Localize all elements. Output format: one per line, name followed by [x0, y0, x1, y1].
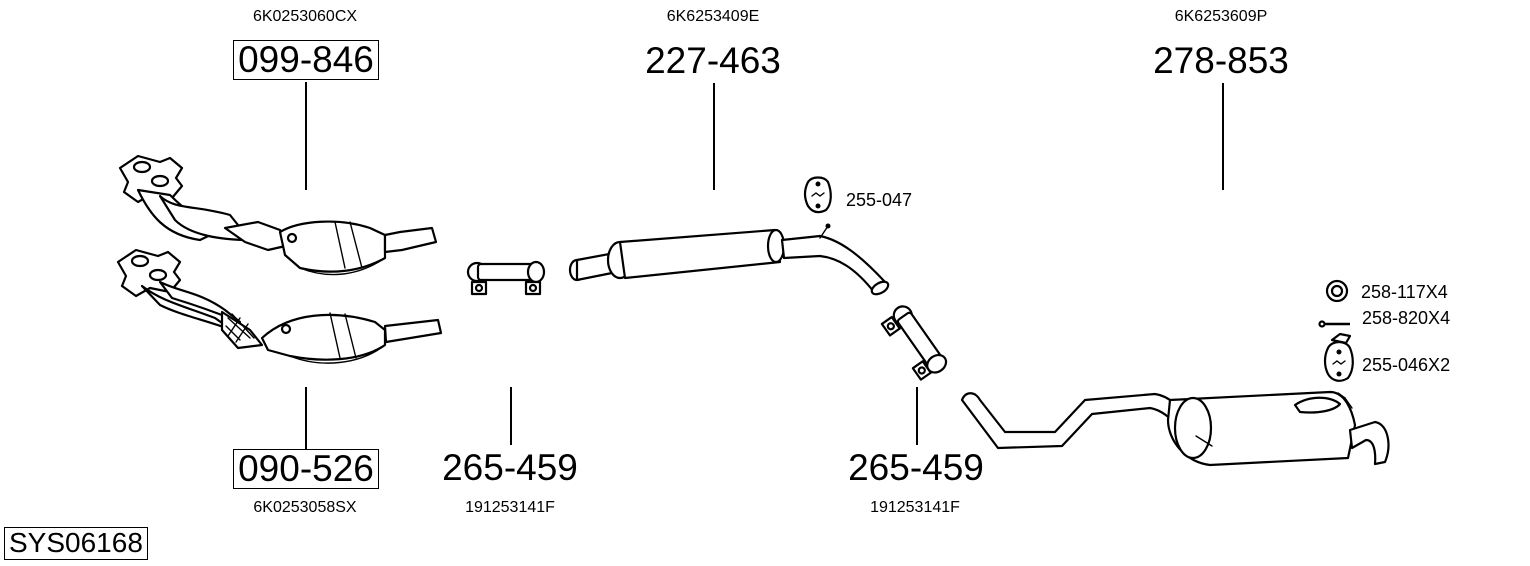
accessory-label-bolt[interactable]: 258-820X4: [1362, 308, 1451, 328]
leader-line-clamp-rear: [916, 387, 918, 445]
clamp-front-drawing[interactable]: [466, 260, 546, 296]
part-number-middle-silencer[interactable]: 227-463: [645, 40, 781, 81]
system-code-badge: SYS06168: [4, 527, 148, 560]
part-number-catalyst-upper[interactable]: 099-846: [233, 40, 379, 80]
catalyst-lower-drawing[interactable]: [116, 248, 443, 364]
middle-silencer-drawing[interactable]: [568, 223, 890, 297]
accessory-label-rubber-hanger-middle[interactable]: 255-047: [846, 190, 913, 210]
part-number-catalyst-lower[interactable]: 090-526: [233, 449, 379, 489]
clamp-rear-drawing[interactable]: [880, 302, 950, 383]
part-number-rear-silencer[interactable]: 278-853: [1153, 40, 1289, 81]
leader-line-middle-silencer: [713, 83, 715, 190]
oem-number-clamp-front: 191253141F: [465, 499, 555, 516]
rubber-hanger-icon: [803, 176, 832, 214]
leader-line-catalyst-lower: [305, 387, 307, 449]
catalyst-upper-drawing[interactable]: [118, 154, 438, 276]
bolt-icon: [1318, 320, 1350, 328]
oem-number-middle-silencer: 6K6253409E: [666, 8, 760, 25]
ring-icon: [1325, 279, 1349, 303]
accessory-label-rubber-hanger-rear[interactable]: 255-046X2: [1362, 355, 1451, 375]
oem-number-rear-silencer: 6K6253609P: [1174, 8, 1268, 25]
part-number-clamp-rear[interactable]: 265-459: [848, 447, 984, 488]
leader-line-clamp-front: [510, 387, 512, 445]
accessory-label-ring[interactable]: 258-117X4: [1361, 282, 1448, 302]
oem-number-clamp-rear: 191253141F: [870, 499, 960, 516]
part-number-clamp-front[interactable]: 265-459: [442, 447, 578, 488]
leader-line-catalyst-upper: [305, 82, 307, 190]
rubber-hanger-icon: [1323, 332, 1354, 382]
leader-line-rear-silencer: [1222, 83, 1224, 190]
oem-number-catalyst-upper: 6K0253060CX: [252, 8, 358, 25]
oem-number-catalyst-lower: 6K0253058SX: [253, 499, 357, 516]
rear-silencer-drawing[interactable]: [960, 390, 1390, 467]
